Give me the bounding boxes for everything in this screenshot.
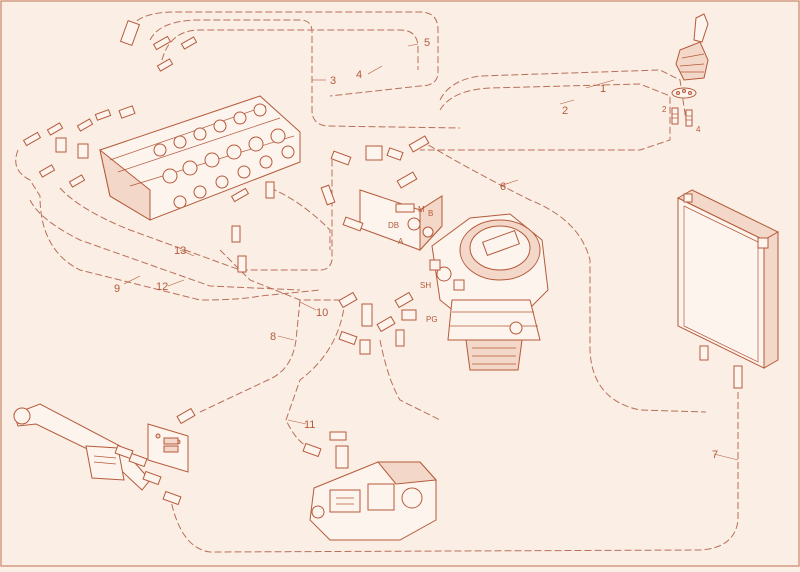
hose-a <box>379 339 441 421</box>
callout-13: 13 <box>174 245 186 257</box>
hose-8 <box>199 299 301 413</box>
callout-4: 4 <box>356 69 362 81</box>
port-labels: DB B M A SH PG 2 4 <box>388 105 701 324</box>
hose-5 <box>129 11 439 97</box>
callout-11: 11 <box>304 419 315 431</box>
port-label-m: M <box>418 205 425 214</box>
callout-2: 2 <box>562 105 568 117</box>
hydraulic-pump <box>302 431 438 541</box>
motion-valve-block <box>320 135 443 252</box>
hose-11 <box>285 299 346 451</box>
callout-3: 3 <box>330 75 336 87</box>
valve-spools <box>153 103 295 209</box>
port-label-db: DB <box>388 221 399 230</box>
hose-7 <box>169 392 739 553</box>
joystick-port-label-2: 2 <box>662 105 667 114</box>
hose-12 <box>29 199 301 291</box>
callout-6: 6 <box>500 181 506 193</box>
hose-4 <box>161 29 419 70</box>
callout-7: 7 <box>712 449 718 461</box>
callout-1: 1 <box>600 83 606 95</box>
control-valve-bank <box>94 95 301 221</box>
joystick-boot <box>675 41 709 81</box>
port-label-b: B <box>428 209 433 218</box>
ecu-fitting-left <box>699 345 709 361</box>
hose-b <box>269 187 331 250</box>
joystick-port-2-fitting <box>671 107 679 125</box>
hose-13 <box>59 160 333 271</box>
hose-2 <box>420 83 671 151</box>
callout-10: 10 <box>316 307 328 319</box>
leader-lines <box>123 43 739 461</box>
fittings-center <box>338 291 417 355</box>
pedal-lever <box>13 403 162 491</box>
control-unit-box <box>676 189 780 389</box>
hose-3 <box>149 19 461 129</box>
hose-1 <box>439 69 687 121</box>
port-label-sh: SH <box>420 281 431 290</box>
ecu-fitting-right <box>733 365 743 389</box>
port-plate <box>147 407 196 506</box>
callout-5: 5 <box>424 37 430 49</box>
joystick-port-4-fitting <box>685 109 693 127</box>
port-label-pg: PG <box>426 315 438 324</box>
joystick-assembly <box>671 13 709 127</box>
port-label-a: A <box>398 237 404 246</box>
swing-motor <box>429 213 549 371</box>
callout-labels: 1 2 3 4 5 6 7 8 9 10 11 12 13 <box>114 37 718 461</box>
joystick-port-label-4: 4 <box>696 125 701 134</box>
fittings-left <box>22 19 275 273</box>
hose-9 <box>15 149 321 301</box>
hose-6 <box>419 139 707 413</box>
callout-8: 8 <box>270 331 276 343</box>
hose-10 <box>219 249 342 301</box>
joystick-grip <box>693 13 709 43</box>
callout-12: 12 <box>156 281 168 293</box>
callout-9: 9 <box>114 283 120 295</box>
